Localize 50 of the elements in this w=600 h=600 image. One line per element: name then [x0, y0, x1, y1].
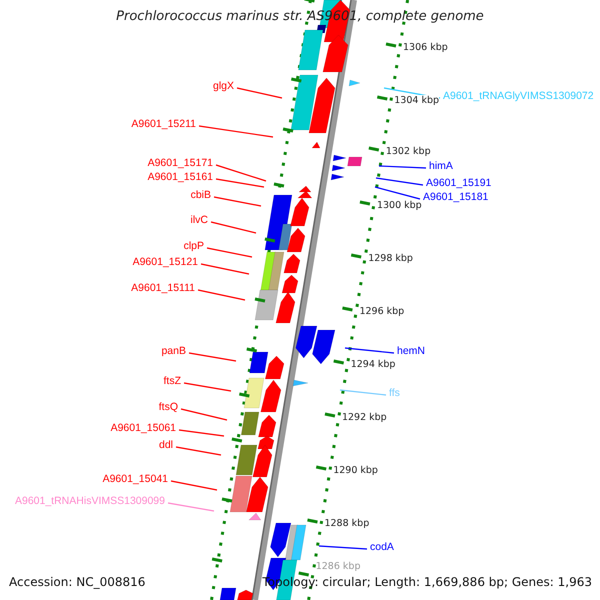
leader-line [206, 247, 252, 258]
tick-label: 1296 kbp [359, 306, 404, 317]
tick-label: 1298 kbp [368, 253, 413, 264]
leader-line [236, 87, 282, 99]
leader-line [340, 389, 386, 396]
leader-line [168, 502, 214, 512]
gene-label: A9601_15181 [423, 191, 488, 204]
tick-label: 1294 kbp [350, 359, 396, 370]
gene-label: ftsQ [158, 401, 178, 414]
leader-line [210, 221, 256, 234]
gene-label: A9601_15191 [426, 177, 492, 190]
tick-label: 1290 kbp [333, 465, 378, 476]
gene-label: panB [161, 345, 186, 358]
leader-line [188, 352, 236, 362]
leader-line [318, 545, 368, 550]
gene-label: glgX [212, 80, 234, 93]
leader-line [214, 196, 262, 207]
leader-line [178, 429, 224, 437]
gene-label: A9601_15061 [110, 422, 176, 435]
leader-line [198, 289, 246, 301]
leader-line [170, 480, 218, 491]
tick-label: 1288 kbp [324, 518, 370, 529]
title: Prochlorococcus marinus str. AS9601, complete genome [115, 10, 485, 23]
leader-line [216, 178, 264, 188]
leader-line [198, 125, 274, 138]
leader-line [200, 263, 250, 275]
gene-label: A9601_15211 [131, 118, 196, 131]
gene-label: A9601_15161 [148, 171, 213, 184]
leader-line [176, 446, 222, 456]
leader-line [376, 177, 424, 186]
footer-text: Accession: NC_008816 [9, 576, 146, 589]
tick-label: 1306 kbp [403, 42, 448, 53]
gene-label: A9601_15111 [131, 282, 195, 295]
tick-label: 1304 kbp [394, 95, 440, 106]
leader-line [378, 165, 426, 169]
gene-label: A9601_tRNAGlyVIMSS1309072 [443, 90, 594, 103]
tick-label: 1300 kbp [376, 200, 422, 211]
leader-line [180, 408, 228, 421]
leader-line [344, 347, 394, 354]
gene-label: clpP [184, 240, 204, 253]
gene-label: A9601_tRNAHisVIMSS1309099 [14, 495, 165, 508]
gene-label: A9601_15171 [148, 157, 213, 170]
gene-label: A9601_15121 [132, 256, 198, 269]
leader-line [184, 382, 232, 392]
leader-line [374, 186, 420, 200]
leader-line [216, 164, 266, 182]
tick-label: 1286 kbp [316, 561, 360, 572]
tick-label: 1302 kbp [386, 146, 431, 157]
tick-label: 1292 kbp [342, 412, 387, 423]
gene-label: A9601_15041 [102, 473, 168, 486]
